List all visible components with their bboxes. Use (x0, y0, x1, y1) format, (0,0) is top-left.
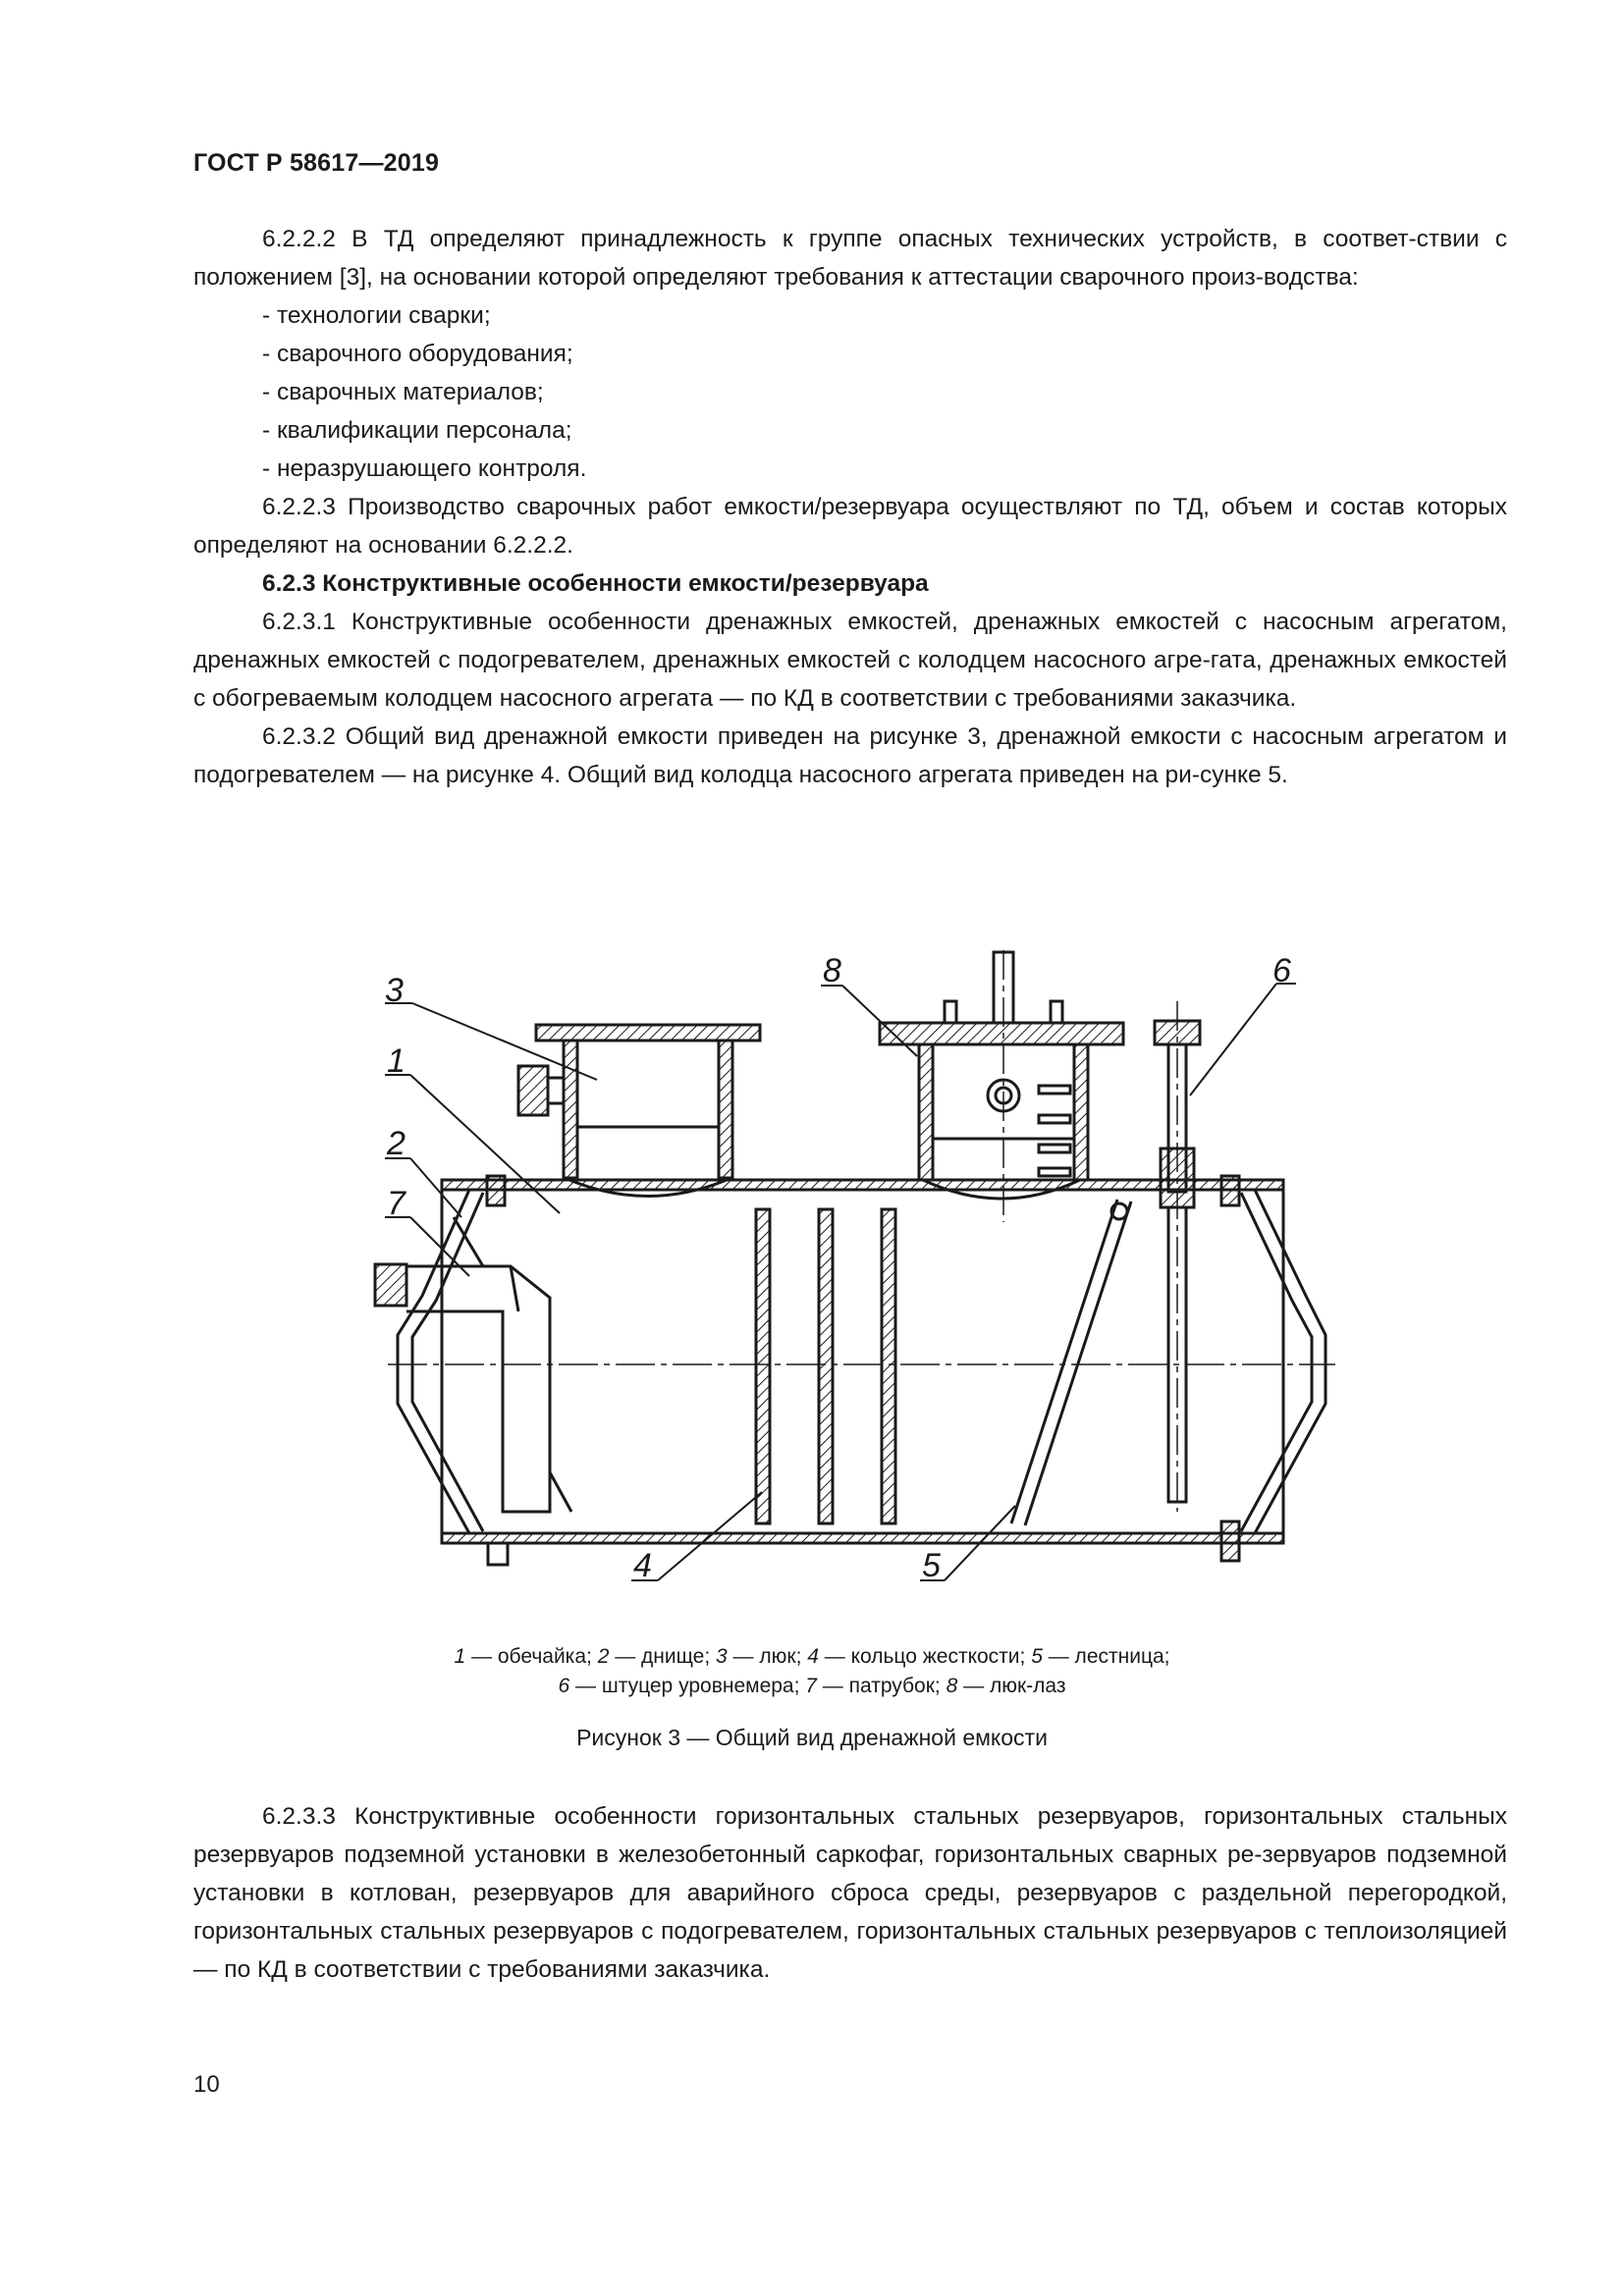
document-code-header: ГОСТ Р 58617—2019 (193, 149, 440, 177)
paragraph-6-2-3-3: 6.2.3.3 Конструктивные особенности гориз… (193, 1803, 1507, 1983)
page-number: 10 (193, 2071, 220, 2098)
section-heading-6-2-3: 6.2.3 Конструктивные особенности емкости… (262, 570, 929, 597)
paragraph-6-2-3-2: 6.2.3.2 Общий вид дренажной емкости прив… (193, 723, 1507, 788)
text-block-bottom: 6.2.3.3 Конструктивные особенности гориз… (193, 1797, 1507, 1989)
right-head (1253, 1189, 1327, 1534)
callout-4: 4 (633, 1547, 652, 1584)
text-block-top: 6.2.2.2 В ТД определяют принадлежность к… (193, 220, 1507, 794)
callout-3: 3 (385, 972, 404, 1009)
callout-8: 8 (823, 952, 841, 989)
callout-7: 7 (387, 1185, 406, 1222)
drainage-tank-drawing: 3 1 2 7 4 5 8 6 (373, 950, 1335, 1584)
callout-1: 1 (387, 1042, 406, 1080)
list-item: - неразрушающего контроля. (262, 455, 587, 482)
figure-legend-line-1: 1 — обечайка; 2 — днище; 3 — люк; 4 — ко… (454, 1645, 1170, 1668)
callout-6: 6 (1272, 952, 1291, 989)
figure-legend-line-2: 6 — штуцер уровнемера; 7 — патрубок; 8 —… (558, 1675, 1066, 1697)
callout-2: 2 (386, 1125, 406, 1162)
list-item: - сварочных материалов; (262, 379, 544, 405)
figure-title: Рисунок 3 — Общий вид дренажной емкости (576, 1725, 1048, 1750)
left-head (396, 1189, 471, 1534)
paragraph-6-2-2-2: 6.2.2.2 В ТД определяют принадлежность к… (193, 226, 1507, 291)
list-item: - технологии сварки; (262, 302, 491, 329)
list-item: - сварочного оборудования; (262, 341, 573, 367)
callout-5: 5 (922, 1547, 941, 1584)
tank-shell (440, 1178, 1285, 1545)
paragraph-6-2-3-1: 6.2.3.1 Конструктивные особенности дрена… (193, 609, 1507, 712)
list-item: - квалификации персонала; (262, 417, 572, 444)
paragraph-6-2-2-3: 6.2.2.3 Производство сварочных работ емк… (193, 494, 1507, 559)
